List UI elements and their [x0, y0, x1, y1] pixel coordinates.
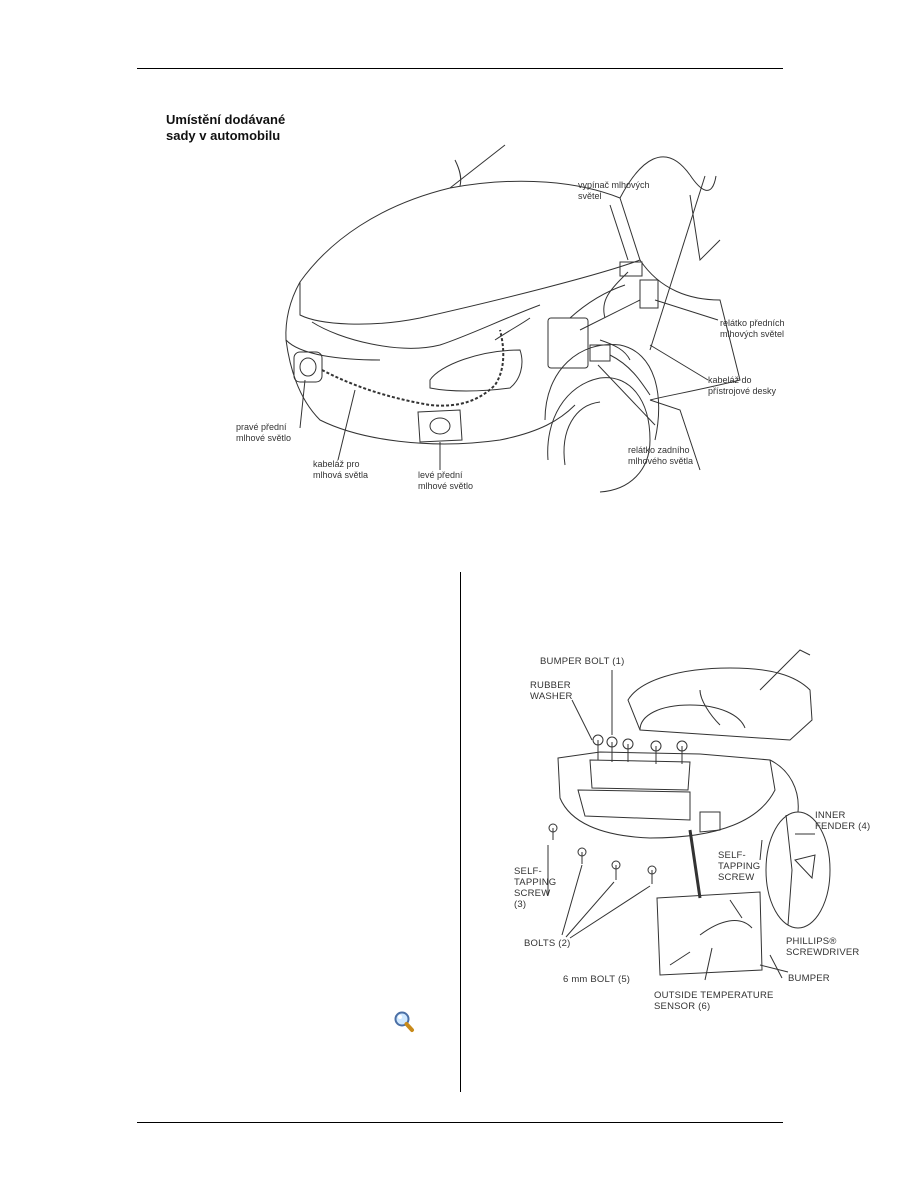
label-phillips: PHILLIPS® SCREWDRIVER: [786, 936, 860, 958]
label-right-fog: pravé přední mlhové světlo: [236, 422, 292, 443]
label-self-tapping-left: SELF- TAPPING SCREW (3): [514, 866, 557, 910]
figure-title: Umístění dodávané sady v automobilu: [166, 112, 285, 144]
column-divider: [460, 572, 461, 1092]
label-self-tapping-right: SELF- TAPPING SCREW: [718, 850, 761, 883]
figure-title-line2: sady v automobilu: [166, 128, 281, 143]
label-rubber-washer: RUBBER WASHER: [530, 680, 573, 702]
label-sensor: OUTSIDE TEMPERATURE SENSOR (6): [654, 990, 774, 1012]
label-dash-harness: kabeláž do přístrojové desky: [708, 375, 777, 396]
label-rear-relay: relátko zadního mlhového světla: [628, 445, 694, 466]
label-bumper: BUMPER: [788, 973, 830, 984]
magnifier-icon[interactable]: [393, 1010, 415, 1034]
label-6mm-bolt: 6 mm BOLT (5): [563, 974, 631, 985]
label-bumper-bolt: BUMPER BOLT (1): [540, 656, 625, 667]
label-bolts: BOLTS (2): [524, 938, 571, 949]
header-rule: [137, 68, 783, 69]
label-fog-switch: vypínač mlhových světel: [578, 180, 650, 201]
label-front-relay: relátko předních mlhových světel: [720, 318, 785, 339]
label-harness: kabeláž pro mlhová světla: [313, 459, 369, 480]
label-left-fog: levé přední mlhové světlo: [418, 470, 474, 491]
figure-title-line1: Umístění dodávané: [166, 112, 286, 127]
footer-rule: [137, 1122, 783, 1123]
label-inner-fender: INNER FENDER (4): [815, 810, 871, 832]
